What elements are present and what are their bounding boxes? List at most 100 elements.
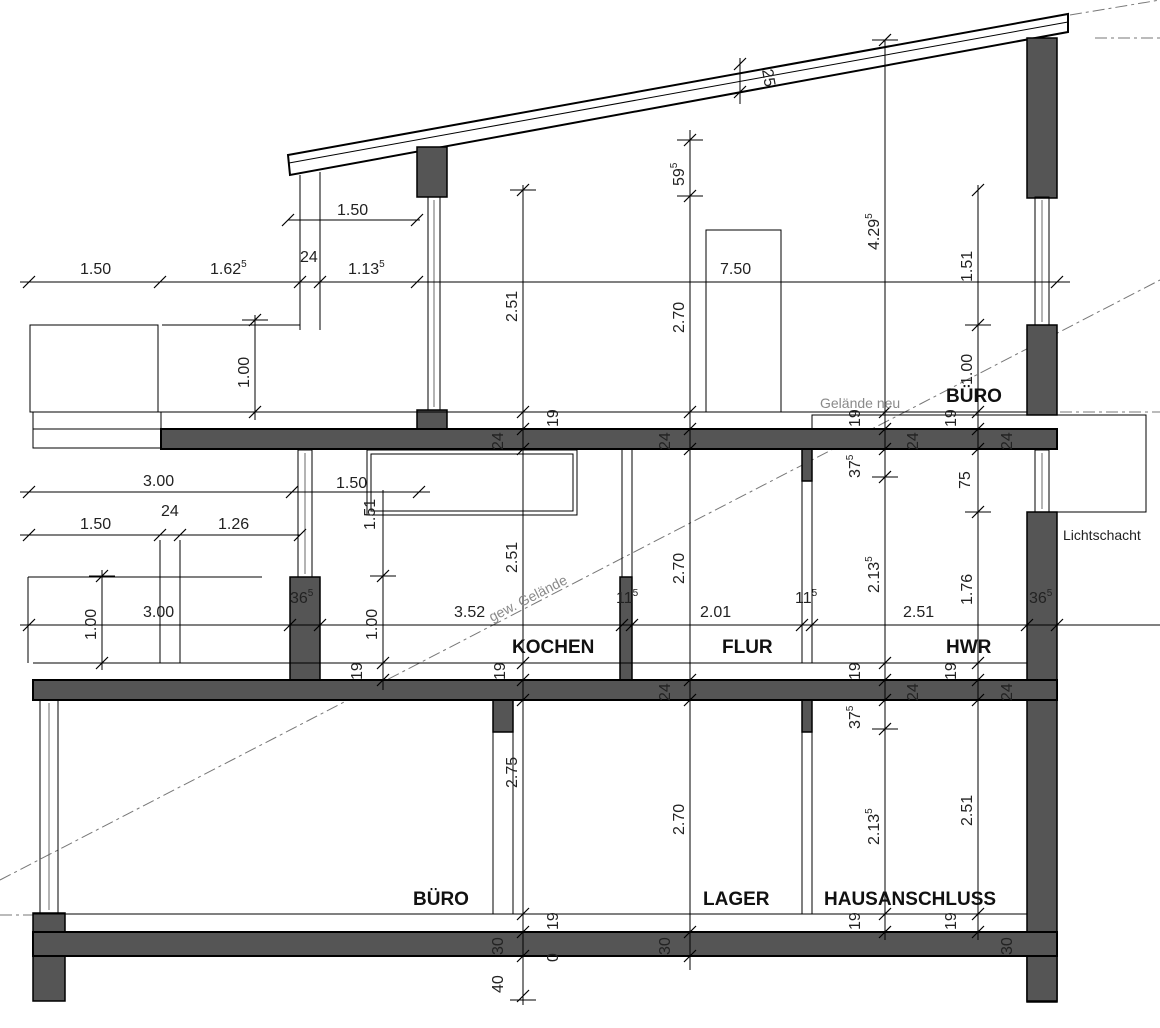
room-label-hausanschluss: HAUSANSCHLUSS — [824, 889, 996, 910]
roof-inner-line — [288, 21, 1069, 164]
tick — [878, 693, 892, 707]
dim-text: 365 — [290, 588, 314, 607]
dim-text: 3.00 — [143, 604, 174, 621]
tick — [22, 485, 36, 499]
base-slab — [32, 931, 1058, 957]
tick — [971, 442, 985, 456]
foundation-right — [1026, 954, 1058, 1002]
tick — [625, 618, 639, 632]
tick — [1020, 618, 1034, 632]
dim-text: 4.295 — [864, 213, 883, 250]
windows — [39, 196, 1147, 914]
dimension-texts: 1.50 1.625 24 1.135 1.50 7.50 3.00 1.50 … — [80, 202, 1053, 621]
balcony-slab — [32, 411, 162, 449]
dim-text: 1.50 — [337, 202, 368, 219]
dim-text: 19 — [349, 662, 366, 680]
og-window-right — [1034, 196, 1050, 326]
tick — [516, 673, 530, 687]
og-window-left — [427, 196, 441, 411]
dim-text-main: 59 — [671, 168, 688, 186]
ug-window-left — [39, 699, 59, 914]
tick — [281, 213, 295, 227]
dim-text: 0 — [545, 953, 562, 962]
right-wall-og — [1026, 324, 1058, 416]
tick — [878, 907, 892, 921]
slabs — [27, 324, 1058, 957]
note-lichtschacht: Lichtschacht — [1063, 527, 1141, 543]
tick — [971, 656, 985, 670]
right-wall-lower — [1026, 511, 1058, 1003]
tick — [412, 485, 426, 499]
tick — [376, 673, 390, 687]
dim-text: 25 — [758, 68, 778, 89]
dim-text: 19 — [492, 662, 509, 680]
note-gelaende-neu: Gelände neu — [820, 395, 900, 411]
light-well-outline — [811, 414, 1147, 513]
tick — [971, 925, 985, 939]
tick — [516, 656, 530, 670]
dim-text-sup: 5 — [845, 454, 856, 460]
dim-text: 19 — [943, 409, 960, 427]
dim-text-main: 11 — [795, 590, 812, 607]
tick — [516, 405, 530, 419]
dim-text-main: 36 — [1029, 590, 1047, 607]
room-label-buero-ug: BÜRO — [413, 889, 469, 910]
tick — [795, 618, 809, 632]
tick — [805, 618, 819, 632]
dim-text: 40 — [490, 975, 507, 993]
dim-text: 24 — [905, 683, 922, 701]
foundation-left — [32, 954, 66, 1002]
dim-text: 2.135 — [864, 556, 883, 593]
dim-text: 19 — [847, 409, 864, 427]
dim-text: 19 — [847, 912, 864, 930]
dim-text-main: 2.13 — [866, 814, 883, 845]
dim-text: 19 — [943, 912, 960, 930]
kitchen-cabinet-inner — [370, 453, 574, 512]
eg-window-right — [1034, 449, 1050, 513]
dim-text: 3.52 — [454, 604, 485, 621]
dim-text: 115 — [795, 588, 818, 607]
dim-text-main: 37 — [847, 711, 864, 729]
tick — [153, 528, 167, 542]
dim-text-main: 4.29 — [866, 219, 883, 250]
balcony-railing — [29, 324, 159, 413]
dim-text: 1.135 — [348, 259, 385, 278]
dim-text: 24 — [657, 432, 674, 450]
ug-beam-right — [801, 699, 813, 733]
dim-text: 3.00 — [143, 473, 174, 490]
tick — [1050, 275, 1064, 289]
structure — [32, 37, 1058, 1003]
roof-hatch-box — [705, 229, 782, 413]
dim-text: 7.50 — [720, 261, 751, 278]
tick — [971, 422, 985, 436]
tick — [683, 405, 697, 419]
dim-text-sup: 5 — [379, 259, 385, 270]
roof-slab — [286, 12, 1069, 177]
tick — [516, 442, 530, 456]
roof-column — [416, 146, 448, 198]
tick — [615, 618, 629, 632]
ug-wall-base — [32, 912, 66, 934]
dim-text: 2.75 — [504, 757, 521, 788]
dim-text-main: 2.13 — [866, 562, 883, 593]
dim-text: 24 — [905, 432, 922, 450]
tick — [283, 618, 297, 632]
tick — [878, 925, 892, 939]
dimension-texts-vertical: 2.51 2.70 595 4.295 25 1.51 1.00 1.00 19… — [83, 68, 1016, 993]
dim-text-main: 36 — [290, 590, 308, 607]
tick — [971, 907, 985, 921]
tick — [878, 656, 892, 670]
tick — [878, 422, 892, 436]
dim-text: 24 — [490, 432, 507, 450]
tick — [516, 907, 530, 921]
dim-text: 30 — [657, 937, 674, 955]
room-label-buero-og: BÜRO — [946, 386, 1002, 407]
tick — [971, 693, 985, 707]
dim-text: 2.135 — [864, 808, 883, 845]
dim-text: 1.50 — [80, 261, 111, 278]
dim-text-sup: 5 — [308, 588, 314, 599]
dim-text: 24 — [161, 503, 179, 520]
dim-text-sup: 5 — [1047, 588, 1053, 599]
dim-text: 1.76 — [959, 574, 976, 605]
